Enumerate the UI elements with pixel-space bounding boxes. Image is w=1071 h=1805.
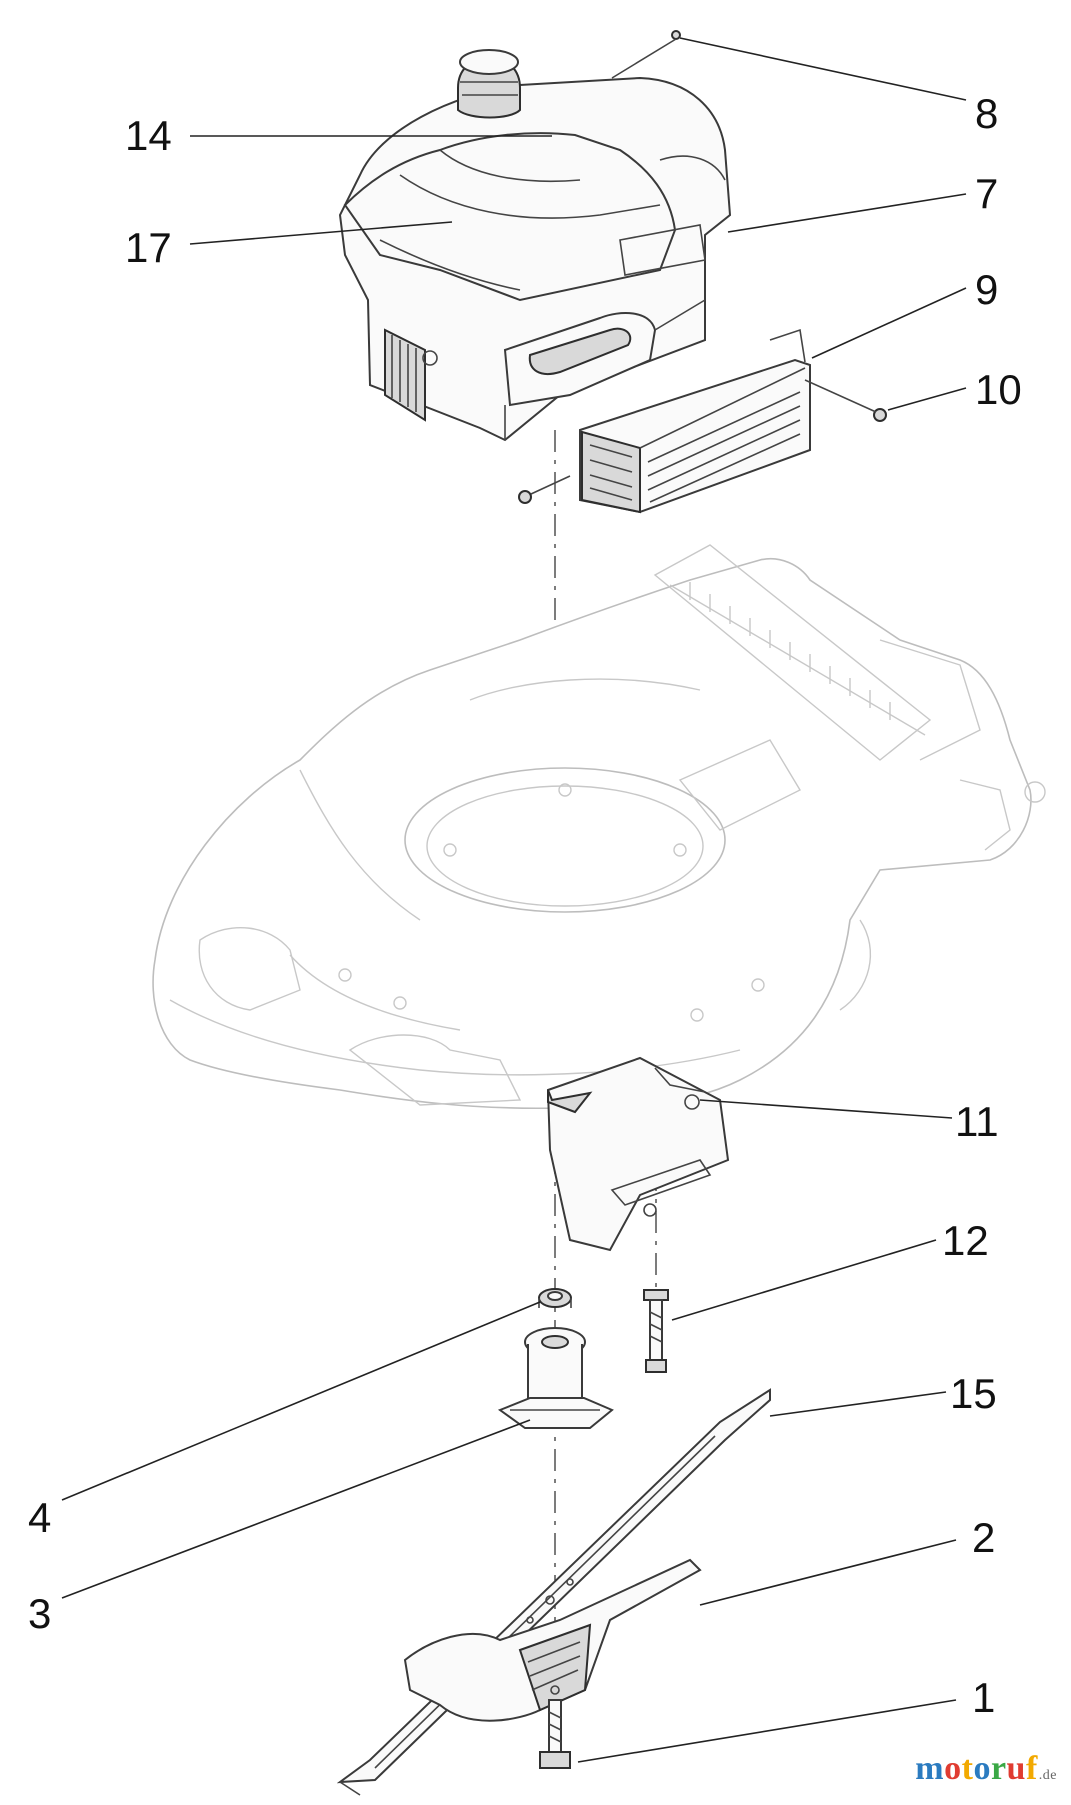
callout-8: 8 — [975, 90, 998, 137]
blade — [336, 1388, 771, 1796]
mulching-blade — [403, 1558, 702, 1722]
screw-intake — [518, 475, 571, 504]
watermark-letter: u — [1006, 1750, 1026, 1787]
air-filter-cover — [579, 328, 811, 514]
callout-2: 2 — [972, 1514, 995, 1561]
watermark-letter: o — [944, 1750, 962, 1787]
bolt-part-12 — [643, 1289, 669, 1373]
bolt-part-1 — [539, 1699, 571, 1769]
baffle-plate — [546, 1056, 730, 1252]
mower-deck — [152, 544, 1046, 1110]
callout-17: 17 — [125, 224, 172, 271]
screw-part-8 — [611, 30, 681, 79]
callout-11: 11 — [955, 1098, 999, 1145]
watermark-letter: f — [1025, 1750, 1038, 1787]
callout-15: 15 — [950, 1370, 997, 1417]
callout-14: 14 — [125, 112, 172, 159]
motoruf-watermark-logo: motoruf.de — [915, 1750, 1057, 1788]
callouts: 8 14 7 17 9 10 11 12 15 4 2 3 1 — [28, 90, 1022, 1721]
callout-1: 1 — [972, 1674, 995, 1721]
leader-lines — [61, 37, 967, 1763]
watermark-letter: o — [973, 1750, 991, 1787]
screw-part-10 — [804, 379, 887, 422]
watermark-letter: r — [990, 1750, 1007, 1787]
callout-12: 12 — [942, 1217, 989, 1264]
callout-9: 9 — [975, 266, 998, 313]
watermark-suffix: .de — [1038, 1768, 1057, 1783]
washer-part-4 — [538, 1288, 572, 1308]
blade-adapter — [497, 1327, 614, 1429]
callout-7: 7 — [975, 170, 998, 217]
callout-3: 3 — [28, 1590, 51, 1637]
watermark-letter: m — [915, 1750, 945, 1787]
watermark-letter: t — [961, 1750, 974, 1787]
engine-assembly — [338, 49, 732, 442]
callout-4: 4 — [28, 1494, 51, 1541]
callout-10: 10 — [975, 366, 1022, 413]
